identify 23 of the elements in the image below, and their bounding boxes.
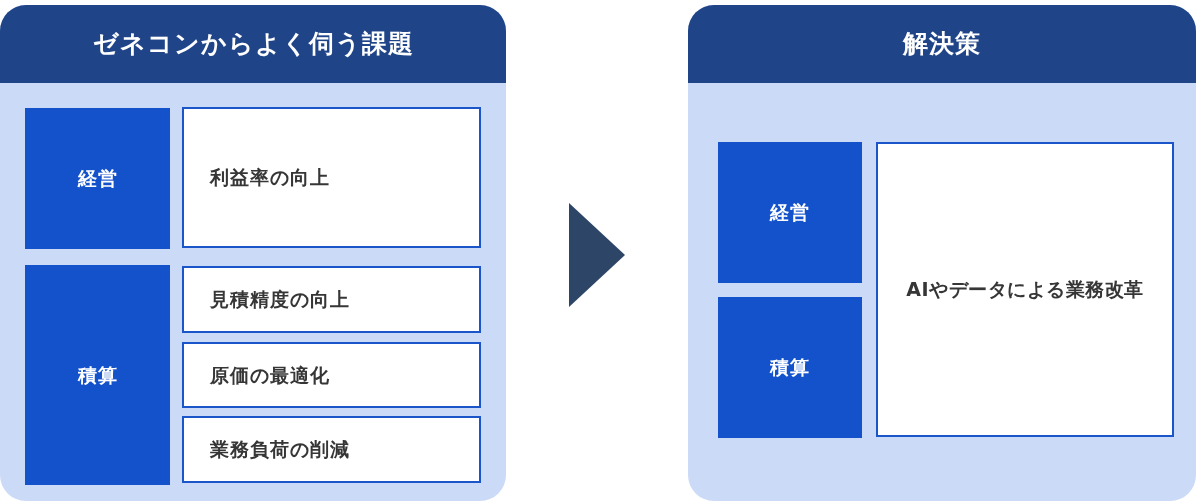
panel bbox=[688, 5, 1196, 501]
category-label: 経営 bbox=[77, 166, 118, 192]
category-label: 積算 bbox=[77, 362, 118, 388]
issue-card bbox=[182, 416, 481, 483]
solution-text: AIやデータによる業務改革 bbox=[906, 277, 1144, 303]
category-tile bbox=[718, 297, 862, 438]
category-tile bbox=[25, 108, 170, 249]
chevron-arrow bbox=[569, 203, 625, 307]
issue-card bbox=[182, 342, 481, 408]
panel-title: 解決策 bbox=[688, 5, 1196, 83]
category-label: 積算 bbox=[770, 355, 810, 381]
issue-text: 見積精度の向上 bbox=[210, 287, 350, 313]
issue-text: 原価の最適化 bbox=[210, 362, 330, 388]
panel bbox=[0, 5, 506, 501]
panel-title: ゼネコンからよく伺う課題 bbox=[0, 5, 506, 83]
category-label: 経営 bbox=[770, 200, 810, 226]
issue-text: 利益率の向上 bbox=[210, 165, 330, 191]
issue-card bbox=[182, 266, 481, 333]
category-tile bbox=[718, 142, 862, 283]
solution-card bbox=[876, 142, 1174, 437]
issue-text: 業務負荷の削減 bbox=[210, 437, 350, 463]
category-tile bbox=[25, 265, 170, 485]
issue-card bbox=[182, 107, 481, 248]
